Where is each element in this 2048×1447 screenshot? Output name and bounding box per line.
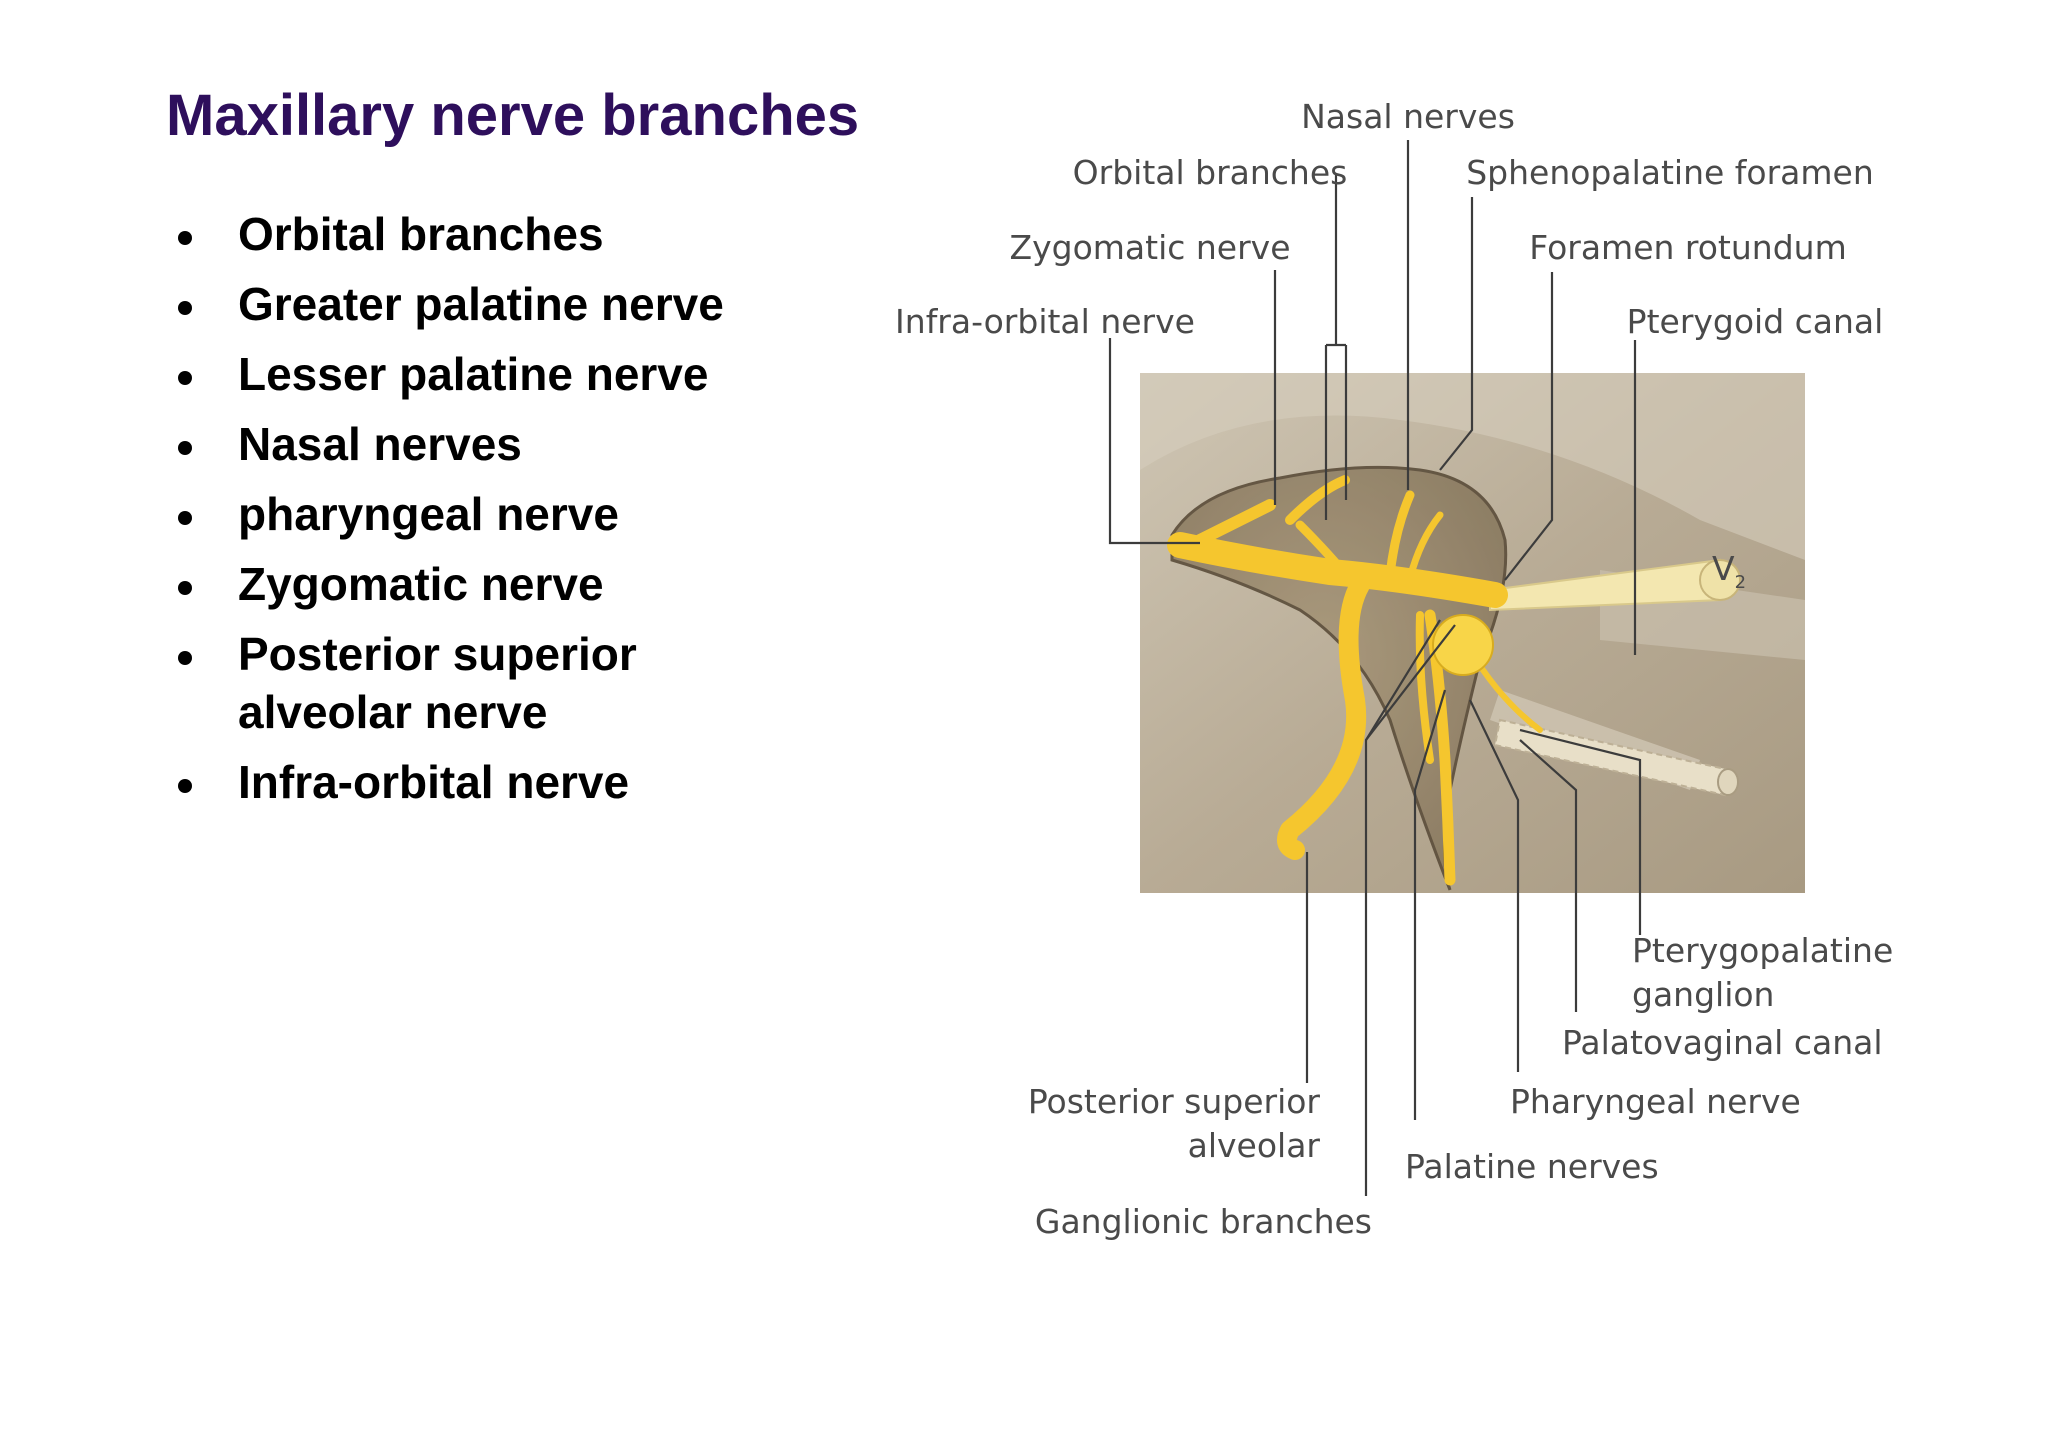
label-posterior-superior-alveolar-line1: Posterior superior xyxy=(1028,1082,1321,1121)
list-item: Nasal nerves xyxy=(170,415,810,473)
label-pterygoid-canal: Pterygoid canal xyxy=(1627,302,1884,341)
label-foramen-rotundum: Foramen rotundum xyxy=(1529,228,1846,267)
label-pterygopalatine-ganglion-line2: ganglion xyxy=(1632,975,1774,1014)
pterygopalatine-ganglion xyxy=(1432,614,1494,676)
list-item: Greater palatine nerve xyxy=(170,275,810,333)
label-posterior-superior-alveolar-line2: alveolar xyxy=(1188,1126,1321,1165)
list-item: Orbital branches xyxy=(170,205,810,263)
list-item: Posterior superior alveolar nerve xyxy=(170,625,810,741)
list-item: pharyngeal nerve xyxy=(170,485,810,543)
label-nasal-nerves: Nasal nerves xyxy=(1301,97,1515,136)
label-infraorbital-nerve: Infra-orbital nerve xyxy=(895,302,1195,341)
v2-label: V xyxy=(1712,549,1735,588)
label-sphenopalatine-foramen: Sphenopalatine foramen xyxy=(1466,153,1874,192)
label-zygomatic-nerve: Zygomatic nerve xyxy=(1010,228,1291,267)
slide-title: Maxillary nerve branches xyxy=(166,83,860,148)
label-orbital-branches: Orbital branches xyxy=(1073,153,1348,192)
svg-text:V2: V2 xyxy=(1712,549,1746,593)
label-pterygopalatine-ganglion-line1: Pterygopalatine xyxy=(1632,931,1893,970)
label-palatine-nerves: Palatine nerves xyxy=(1405,1147,1659,1186)
branch-list: Orbital branches Greater palatine nerve … xyxy=(170,205,810,823)
v2-subscript: 2 xyxy=(1735,572,1746,593)
label-palatovaginal-canal: Palatovaginal canal xyxy=(1562,1023,1883,1062)
label-pharyngeal-nerve: Pharyngeal nerve xyxy=(1510,1082,1801,1121)
list-item: Infra-orbital nerve xyxy=(170,753,810,811)
list-item: Lesser palatine nerve xyxy=(170,345,810,403)
label-ganglionic-branches: Ganglionic branches xyxy=(1035,1202,1372,1241)
list-item: Zygomatic nerve xyxy=(170,555,810,613)
